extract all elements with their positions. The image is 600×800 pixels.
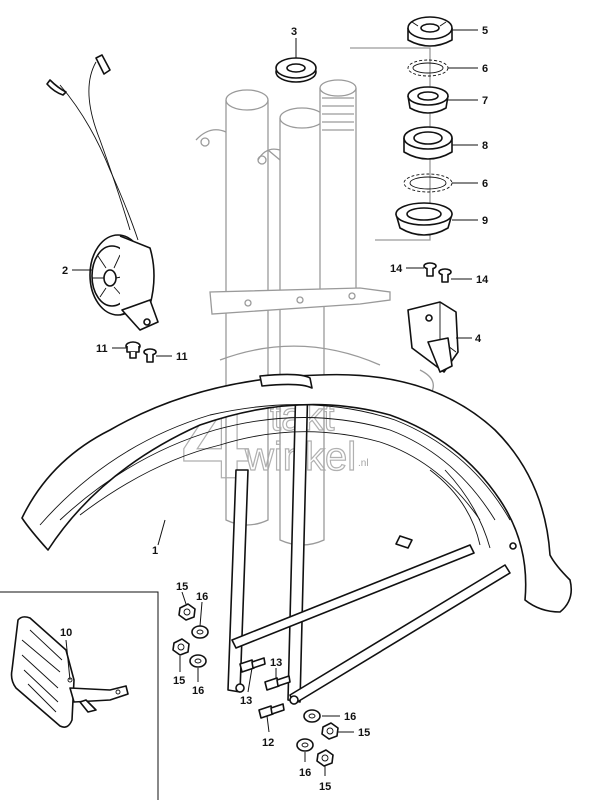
- callout-9: 9: [482, 215, 488, 227]
- callout-8: 8: [482, 140, 488, 152]
- callout-16-a: 16: [196, 591, 208, 603]
- reflector-inset: [0, 591, 159, 800]
- callout-1: 1: [152, 545, 158, 557]
- nuts-and-washers: [172, 603, 339, 767]
- screws-11: [125, 341, 157, 363]
- callout-14-left: 14: [390, 263, 403, 275]
- callout-15-c: 15: [358, 727, 370, 739]
- callout-16-c: 16: [344, 711, 356, 723]
- callout-13-b: 13: [240, 695, 252, 707]
- callout-11-left: 11: [96, 343, 108, 355]
- callout-11-right: 11: [176, 351, 188, 363]
- callout-6-lower: 6: [482, 178, 488, 190]
- watermark-suffix: .nl: [358, 458, 369, 469]
- cable-guide-bracket: [407, 301, 459, 373]
- callout-3: 3: [291, 26, 297, 38]
- callout-16-d: 16: [299, 767, 311, 779]
- callout-7: 7: [482, 95, 488, 107]
- callout-4: 4: [475, 333, 482, 345]
- callout-labels: 3 5 6 7 8 6 9 14 14 4 2 11 11 1 10 15 16…: [60, 25, 489, 793]
- front-fender: [21, 373, 573, 705]
- bolts: [239, 657, 291, 719]
- callout-15-a: 15: [176, 581, 188, 593]
- callout-13-a: 13: [270, 657, 282, 669]
- front-fork-ghost: [195, 47, 434, 546]
- screws-14: [423, 262, 452, 283]
- leader-lines: [65, 29, 478, 776]
- callout-14-right: 14: [476, 274, 489, 286]
- horn: [46, 54, 159, 331]
- callout-5: 5: [482, 25, 488, 37]
- callout-15-b: 15: [173, 675, 185, 687]
- callout-15-d: 15: [319, 781, 331, 793]
- callout-2: 2: [62, 265, 68, 277]
- callout-10: 10: [60, 627, 72, 639]
- callout-12: 12: [262, 737, 274, 749]
- steering-dust-seal: [275, 57, 317, 83]
- callout-16-b: 16: [192, 685, 204, 697]
- steering-bearing-stack: [395, 16, 453, 236]
- callout-6-upper: 6: [482, 63, 488, 75]
